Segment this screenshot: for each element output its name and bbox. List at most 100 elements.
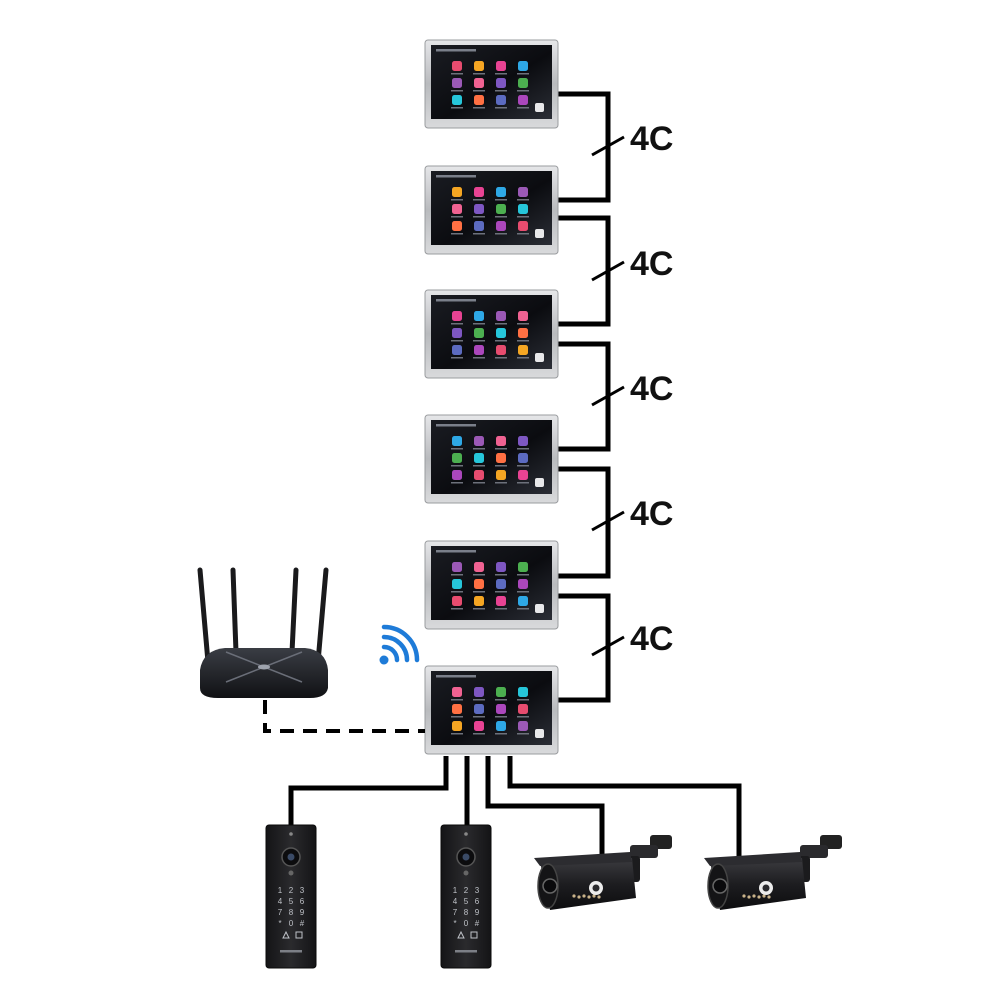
ir-led-icon — [577, 895, 581, 899]
router-antenna-1 — [197, 567, 211, 665]
monitor-screen — [431, 171, 552, 245]
keypad-key: 2 — [464, 886, 469, 895]
cable-tick-1 — [591, 135, 625, 157]
cable-link-3 — [558, 341, 611, 452]
keypad-key: 7 — [453, 908, 458, 917]
keypad-key: * — [453, 919, 456, 928]
app-tile-icon — [452, 311, 462, 321]
bell-icon — [282, 930, 290, 939]
router-antenna-3 — [289, 567, 299, 655]
app-tile-caption — [517, 216, 529, 218]
app-tile-caption — [451, 465, 463, 467]
app-tile-icon — [496, 95, 506, 105]
keypad-key: 0 — [289, 919, 294, 928]
cable-label-3: 4C — [630, 370, 673, 408]
ir-led-icon — [587, 895, 591, 899]
keypad-key: 5 — [289, 897, 294, 906]
app-tile-caption — [517, 733, 529, 735]
app-tile-caption — [451, 340, 463, 342]
app-tile-icon — [474, 453, 484, 463]
app-tile-caption — [517, 233, 529, 235]
app-tile-icon — [452, 579, 462, 589]
app-tile-caption — [473, 574, 485, 576]
door-station-body — [265, 824, 317, 969]
app-tile-caption — [495, 90, 507, 92]
monitor-home-button-icon — [535, 604, 544, 613]
monitor-status-bar — [436, 675, 476, 678]
app-tile-icon — [474, 721, 484, 731]
app-tile-icon — [496, 721, 506, 731]
app-tile-icon — [474, 345, 484, 355]
app-tile-icon — [496, 596, 506, 606]
app-tile-caption — [451, 591, 463, 593]
ir-led-icon — [582, 894, 586, 898]
app-tile-icon — [452, 204, 462, 214]
monitor-home-button-icon — [535, 353, 544, 362]
ir-led-icon — [592, 894, 596, 898]
indoor-monitor — [424, 39, 559, 129]
router-antenna-2 — [230, 567, 239, 655]
indoor-monitor — [424, 165, 559, 255]
app-tile-caption — [495, 323, 507, 325]
ir-led-icon — [757, 895, 761, 899]
app-tile-icon — [496, 204, 506, 214]
app-tile-icon — [518, 221, 528, 231]
app-tile-caption — [495, 73, 507, 75]
camera-lens-icon — [462, 853, 470, 861]
door-station-speaker-grille — [455, 950, 477, 953]
app-tile-caption — [451, 448, 463, 450]
app-tile-icon — [452, 345, 462, 355]
camera-lens-icon — [287, 853, 295, 861]
app-tile-icon — [474, 328, 484, 338]
app-tile-icon — [496, 78, 506, 88]
app-tile-caption — [451, 699, 463, 701]
door-station-mic-icon — [289, 832, 293, 836]
indoor-monitor — [424, 414, 559, 504]
app-tile-icon — [518, 78, 528, 88]
app-tile-icon — [496, 453, 506, 463]
keypad-key: 7 — [278, 908, 283, 917]
keypad-key: 3 — [475, 886, 480, 895]
bullet-camera — [534, 835, 672, 910]
indoor-monitor — [424, 665, 559, 755]
app-tile-icon — [452, 704, 462, 714]
app-tile-icon — [518, 61, 528, 71]
monitor-status-bar — [436, 424, 476, 427]
app-tile-caption — [473, 357, 485, 359]
app-tile-icon — [474, 61, 484, 71]
app-tile-icon — [452, 596, 462, 606]
app-tile-caption — [495, 340, 507, 342]
cable-tick-4 — [591, 510, 625, 532]
bell-icon — [457, 930, 465, 939]
app-tile-caption — [495, 465, 507, 467]
app-tile-caption — [473, 482, 485, 484]
app-tile-icon — [496, 345, 506, 355]
indoor-monitor — [424, 289, 559, 379]
monitor-status-bar — [436, 550, 476, 553]
camera-body — [540, 858, 636, 910]
monitor-screen — [431, 546, 552, 620]
keypad-key: 5 — [464, 897, 469, 906]
monitor-status-bar — [436, 175, 476, 178]
app-tile-icon — [496, 187, 506, 197]
keypad-key: # — [475, 919, 480, 928]
cable-camera-2 — [507, 756, 742, 858]
app-tile-caption — [473, 591, 485, 593]
wifi-arc-2 — [381, 634, 410, 663]
app-tile-caption — [473, 448, 485, 450]
app-tile-icon — [518, 596, 528, 606]
door-station-led-icon — [288, 870, 294, 876]
app-tile-caption — [495, 448, 507, 450]
monitor-screen — [431, 45, 552, 119]
cable-label-1: 4C — [630, 120, 673, 158]
app-tile-icon — [496, 61, 506, 71]
app-tile-caption — [473, 323, 485, 325]
app-tile-icon — [496, 311, 506, 321]
app-tile-icon — [496, 328, 506, 338]
keypad-key: 6 — [300, 897, 305, 906]
app-tile-caption — [451, 482, 463, 484]
app-tile-caption — [451, 716, 463, 718]
app-tile-icon — [452, 470, 462, 480]
